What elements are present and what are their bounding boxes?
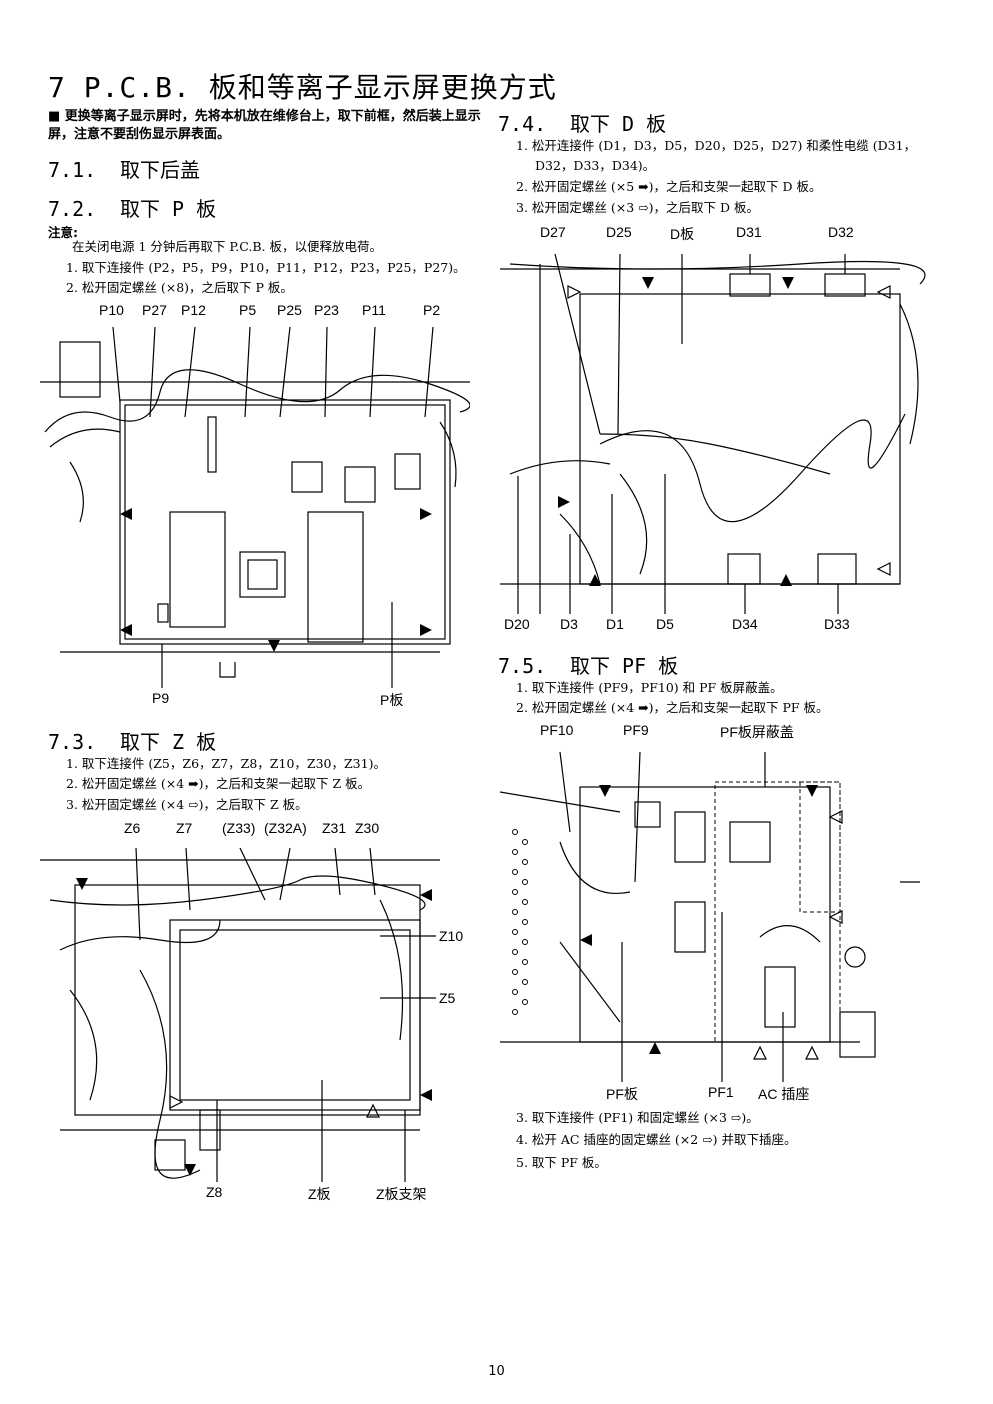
label-p5: P5 — [239, 302, 257, 318]
section-number: 7.4. — [498, 112, 547, 136]
label-d27: D27 — [540, 224, 566, 240]
label-p23: P23 — [314, 302, 339, 318]
label-p12: P12 — [181, 302, 206, 318]
label-d33: D33 — [824, 616, 850, 632]
label-d-board: D板 — [670, 226, 695, 242]
label-pf9: PF9 — [623, 722, 649, 738]
d-board-drawing — [500, 253, 926, 614]
section-number: 7.1. — [48, 158, 97, 182]
section-7-4-heading: 7.4. 取下 D 板 — [498, 108, 666, 137]
label-p11: P11 — [362, 302, 386, 318]
section-title: 取下后盖 — [120, 158, 200, 182]
section-number: 7.5. — [498, 654, 547, 678]
section-title: 取下 PF 板 — [570, 654, 679, 678]
section-number: 7.3. — [48, 730, 97, 754]
z-board-drawing — [40, 847, 440, 1182]
label-z32a: (Z32A) — [264, 820, 307, 836]
label-p-board: P板 — [380, 692, 404, 708]
label-d3: D3 — [560, 616, 578, 632]
page-title: 7 P.C.B. 板和等离子显示屏更换方式 — [48, 71, 557, 104]
section-number: 7.2. — [48, 197, 97, 221]
p-board-diagram: P10 P27 P12 P5 P25 P23 P11 P2 P9 P板 — [40, 300, 470, 710]
label-z33: (Z33) — [222, 820, 256, 836]
d-board-diagram: D27 D25 D板 D31 D32 D20 D3 D1 D5 D34 D33 — [500, 222, 940, 638]
label-z6: Z6 — [124, 820, 141, 836]
z-board-diagram: Z6 Z7 (Z33) (Z32A) Z31 Z30 Z10 Z5 Z8 Z板 … — [40, 818, 480, 1208]
step-line: 2. 松开固定螺丝 (×4 ➡)，之后和支架一起取下 PF 板。 — [516, 700, 829, 715]
label-z-board-bracket: Z板支架 — [376, 1186, 427, 1202]
step-line: 3. 取下连接件 (PF1) 和固定螺丝 (×3 ⇨)。 — [516, 1110, 759, 1125]
label-ac-socket: AC 插座 — [758, 1086, 810, 1102]
step-line: 1. 取下连接件 (Z5，Z6，Z7，Z8，Z10，Z30，Z31)。 — [66, 756, 386, 771]
label-z5: Z5 — [439, 990, 456, 1006]
section-7-1-heading: 7.1. 取下后盖 — [48, 154, 200, 183]
step-line: 4. 松开 AC 插座的固定螺丝 (×2 ⇨) 并取下插座。 — [516, 1132, 797, 1147]
step-line: 1. 松开连接件 (D1，D3，D5，D20，D25，D27) 和柔性电缆 (D… — [516, 138, 917, 153]
step-line: 5. 取下 PF 板。 — [516, 1155, 607, 1170]
p-board-drawing — [40, 326, 470, 688]
note-text: 在关闭电源 1 分钟后再取下 P.C.B. 板，以便释放电荷。 — [72, 239, 382, 254]
label-p9: P9 — [152, 690, 170, 706]
step-line: 3. 松开固定螺丝 (×3 ⇨)，之后取下 D 板。 — [516, 200, 759, 215]
label-d31: D31 — [736, 224, 762, 240]
section-7-2-heading: 7.2. 取下 P 板 — [48, 193, 216, 222]
pf-board-drawing — [500, 751, 920, 1082]
label-z30: Z30 — [355, 820, 380, 836]
step-line: 2. 松开固定螺丝 (×8)，之后取下 P 板。 — [66, 280, 293, 295]
label-d5: D5 — [656, 616, 674, 632]
pf-board-diagram: PF10 PF9 PF板屏蔽盖 PF板 PF1 AC 插座 — [500, 720, 940, 1106]
replacement-notice: ■ 更换等离子显示屏时，先将本机放在维修台上，取下前框，然后装上显示屏，注意不要… — [48, 109, 481, 142]
label-z8: Z8 — [206, 1184, 223, 1200]
label-z31: Z31 — [322, 820, 347, 836]
label-d25: D25 — [606, 224, 632, 240]
step-line: D32，D33，D34)。 — [535, 158, 656, 173]
label-pf-board: PF板 — [606, 1086, 638, 1102]
section-title: 取下 Z 板 — [120, 730, 217, 754]
page-number: 10 — [488, 1364, 505, 1379]
step-line: 1. 取下连接件 (PF9，PF10) 和 PF 板屏蔽盖。 — [516, 680, 783, 695]
note-label: 注意: — [48, 225, 78, 240]
step-line: 3. 松开固定螺丝 (×4 ⇨)，之后取下 Z 板。 — [66, 797, 308, 812]
label-z7: Z7 — [176, 820, 193, 836]
section-7-5-heading: 7.5. 取下 PF 板 — [498, 650, 678, 679]
label-d1: D1 — [606, 616, 624, 632]
label-p27: P27 — [142, 302, 167, 318]
label-p2: P2 — [423, 302, 441, 318]
step-line: 2. 松开固定螺丝 (×5 ➡)，之后和支架一起取下 D 板。 — [516, 179, 822, 194]
label-z-board: Z板 — [308, 1186, 331, 1202]
step-line: 2. 松开固定螺丝 (×4 ➡)，之后和支架一起取下 Z 板。 — [66, 776, 371, 791]
section-title: 取下 D 板 — [570, 112, 667, 136]
label-d32: D32 — [828, 224, 854, 240]
label-pf-shield-cover: PF板屏蔽盖 — [720, 724, 794, 740]
label-p25: P25 — [277, 302, 302, 318]
label-d34: D34 — [732, 616, 758, 632]
section-title: 取下 P 板 — [120, 197, 217, 221]
label-pf10: PF10 — [540, 722, 574, 738]
label-z10: Z10 — [439, 928, 464, 944]
label-d20: D20 — [504, 616, 530, 632]
section-7-3-heading: 7.3. 取下 Z 板 — [48, 726, 216, 755]
step-line: 1. 取下连接件 (P2，P5，P9，P10，P11，P12，P23，P25，P… — [66, 260, 466, 275]
label-pf1: PF1 — [708, 1084, 734, 1100]
label-p10: P10 — [99, 302, 124, 318]
